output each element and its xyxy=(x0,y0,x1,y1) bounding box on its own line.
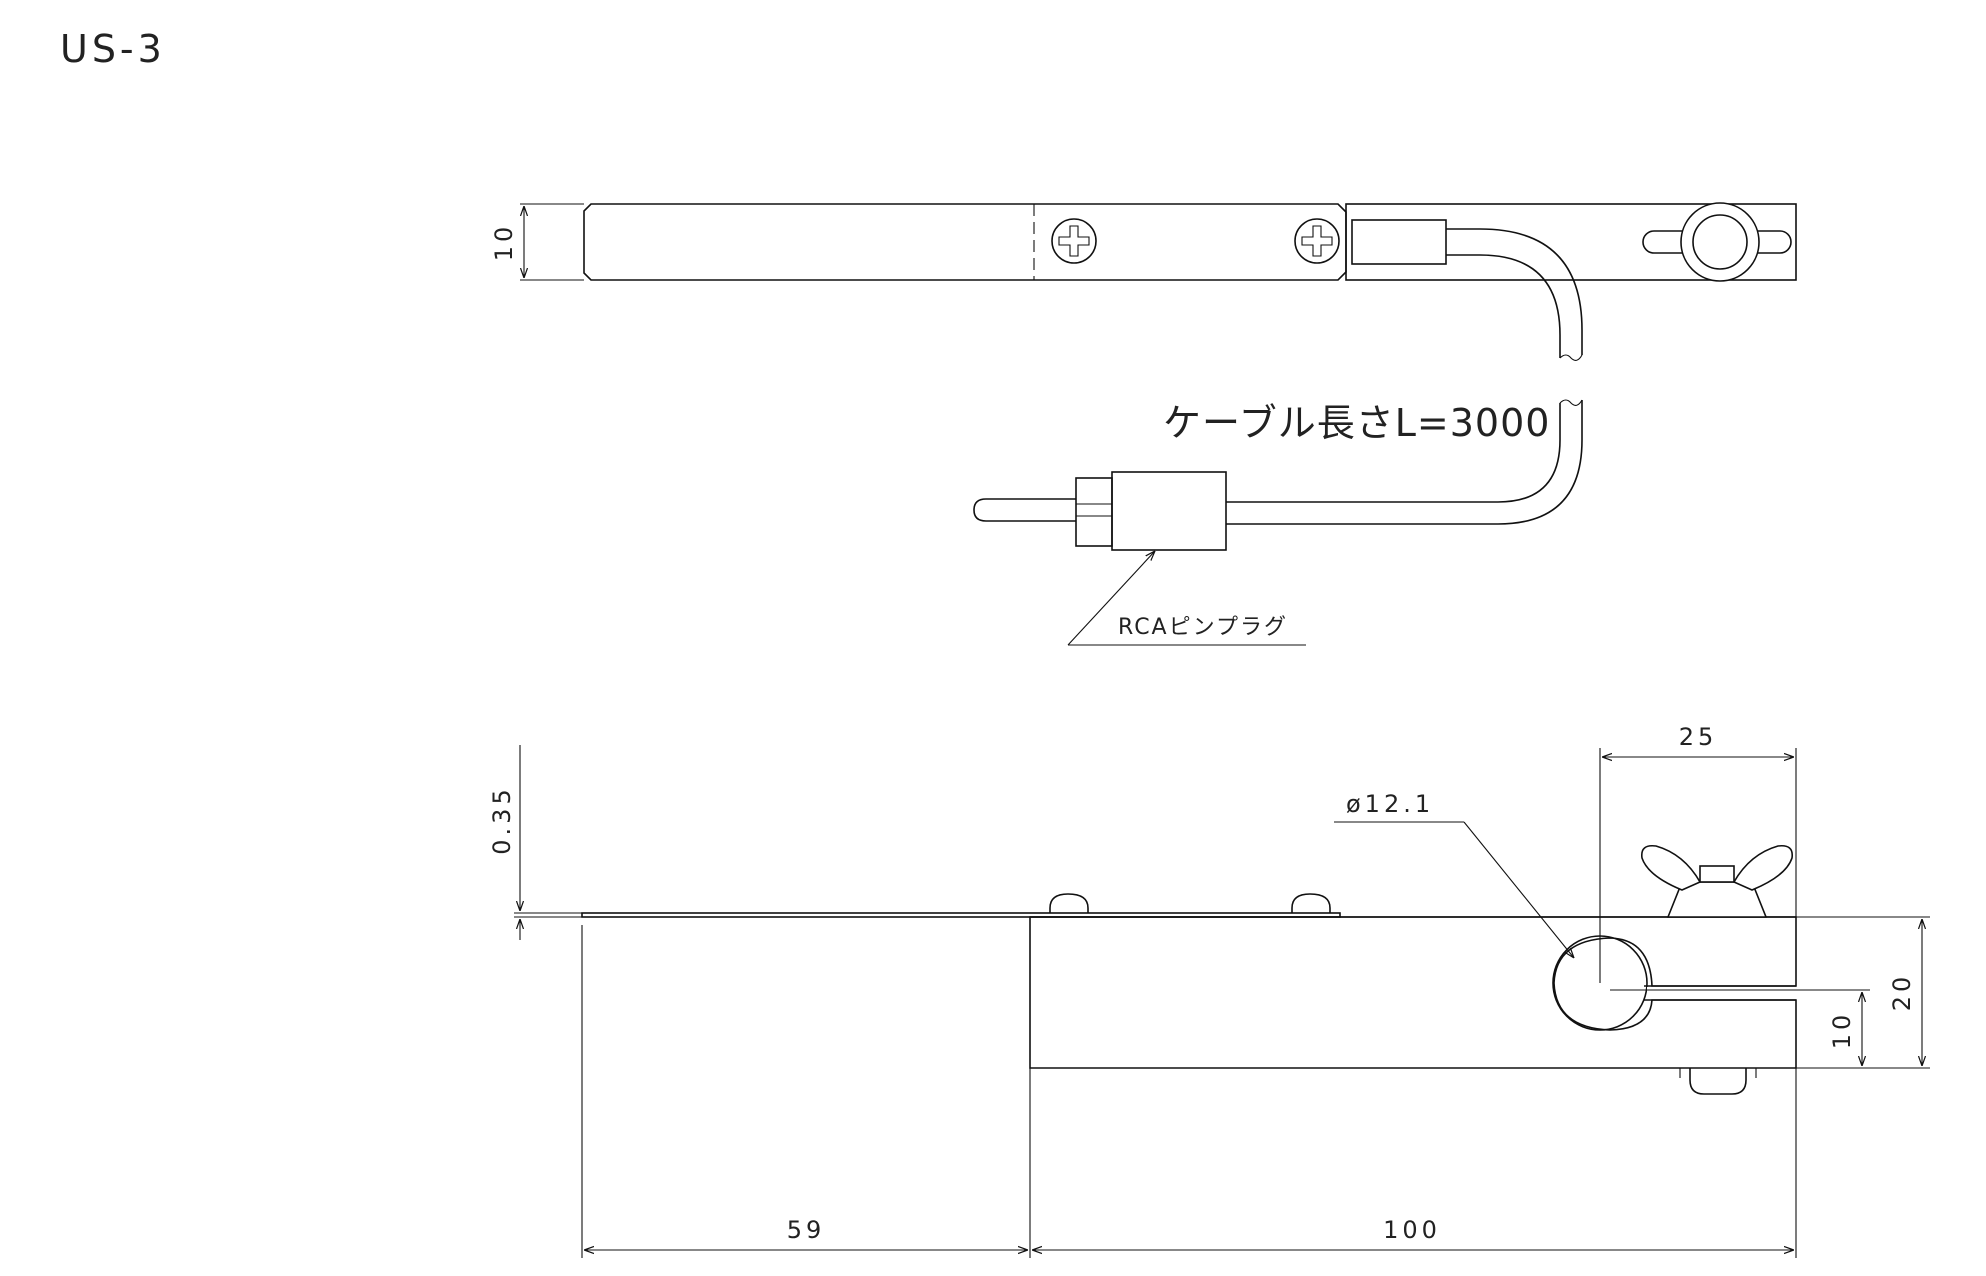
wing-nut-top xyxy=(1642,202,1792,282)
dim-top-height: 10 xyxy=(490,223,518,262)
side-screw-head-2 xyxy=(1291,893,1331,913)
rca-plug xyxy=(973,471,1227,551)
dim-slot-height: 10 xyxy=(1828,1011,1856,1050)
bolt-bottom xyxy=(1689,1068,1747,1095)
rca-callout: RCAピンプラグ xyxy=(1067,551,1306,646)
top-clamp-body xyxy=(1345,203,1797,281)
dim-thickness: 0.35 xyxy=(488,785,516,854)
side-view: 0.35 25 20 10 ø12.1 59 100 xyxy=(488,723,1930,1258)
side-screw-head-1 xyxy=(1049,893,1089,913)
screw-head-1 xyxy=(1051,218,1097,264)
side-block xyxy=(1029,916,1797,1069)
screw-head-2 xyxy=(1294,218,1340,264)
dim-block-length: 100 xyxy=(1383,1216,1441,1244)
dim-hole-diameter: ø12.1 xyxy=(1346,790,1434,818)
dim-blade-length: 59 xyxy=(787,1216,826,1244)
wing-nut-side xyxy=(1640,844,1794,918)
side-blade xyxy=(581,912,1341,918)
drawing-title: US-3 xyxy=(60,27,166,71)
dim-clamp-width: 25 xyxy=(1679,723,1718,751)
rca-plug-label: RCAピンプラグ xyxy=(1118,615,1288,640)
cable-top-segment xyxy=(1446,228,1583,361)
cable-sleeve xyxy=(1351,219,1447,265)
top-view: 10 xyxy=(490,202,1797,361)
cable-lower-segment xyxy=(1226,399,1583,525)
cable-length-note: ケーブル長さL=3000 xyxy=(1163,401,1550,445)
dim-block-height: 20 xyxy=(1888,973,1916,1012)
